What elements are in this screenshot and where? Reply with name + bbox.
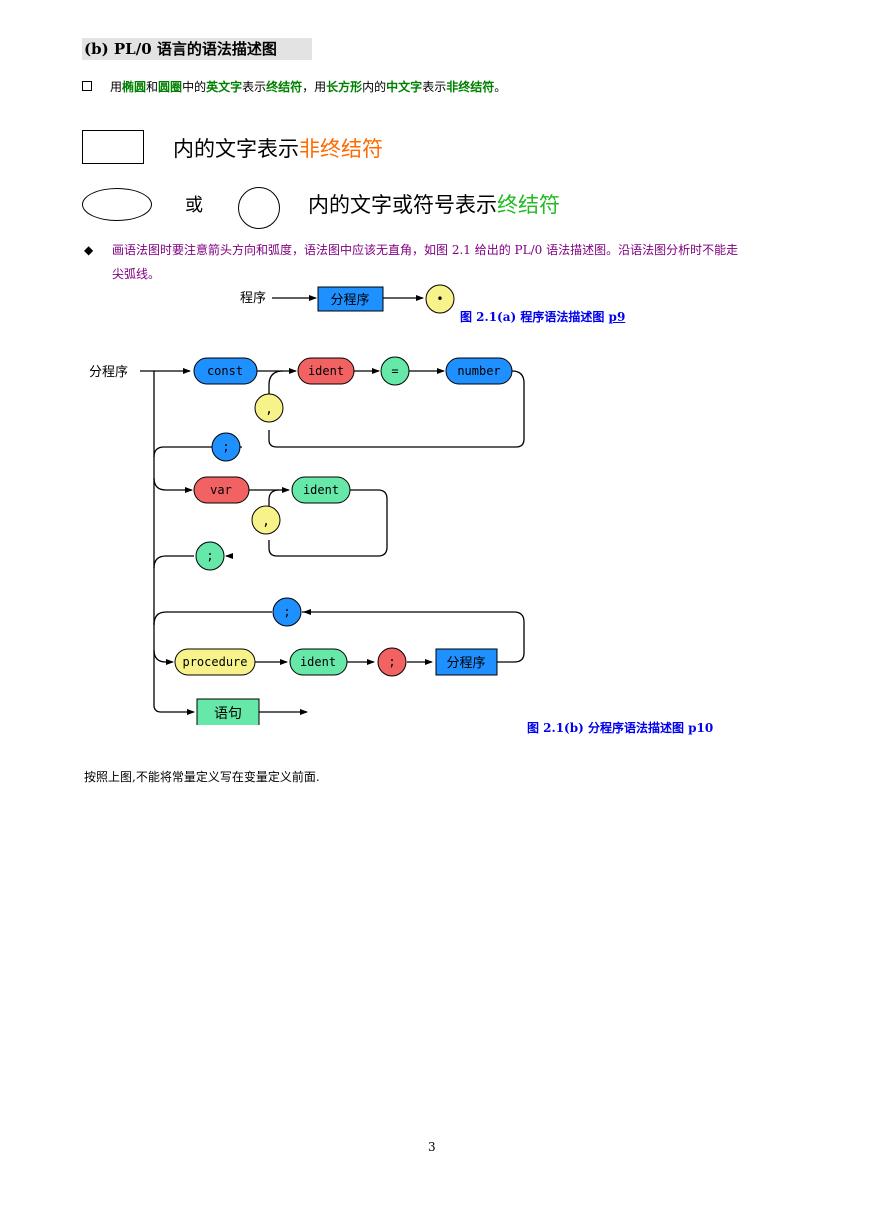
text-run: 和 <box>146 80 159 94</box>
circle-sample-shape <box>238 187 280 229</box>
intro-line: 用椭圆和圆圈中的英文字表示终结符，用长方形内的中文字表示非终结符。 <box>82 78 506 95</box>
diamond-bullet-icon: ◆ <box>84 243 94 257</box>
legend-terminal: 终结符 <box>497 193 560 217</box>
figure-b-caption: 图 2.1(b) 分程序语法描述图 p10 <box>527 721 714 735</box>
comma-label-2: , <box>262 514 270 529</box>
ident-terminal-2 <box>291 476 351 504</box>
semicolon-label-3: ; <box>283 605 290 619</box>
rectangle-legend: 内的文字表示非终结符 <box>173 133 383 163</box>
checkbox-square-icon <box>82 81 92 91</box>
period-terminal <box>425 284 455 314</box>
ellipse-sample-shape <box>82 188 152 221</box>
keyword-nonterminal: 非终结符 <box>446 80 495 94</box>
procedure-label: procedure <box>182 655 247 669</box>
or-label: 或 <box>185 195 203 216</box>
number-label: number <box>457 364 500 378</box>
ident-terminal-3 <box>289 648 348 676</box>
procedure-terminal <box>174 648 256 676</box>
keyword-english: 英文字 <box>206 80 243 94</box>
text-run: 中的 <box>182 80 207 94</box>
text-run: 内的 <box>362 80 387 94</box>
text-run: 。 <box>494 80 507 94</box>
legend-text: 内的文字表示 <box>173 137 299 161</box>
figure-b-label: 分程序 <box>89 365 128 380</box>
text-run: 表示 <box>242 80 267 94</box>
text-run: 表示 <box>422 80 447 94</box>
keyword-circle: 圆圈 <box>158 80 183 94</box>
rectangle-sample-shape <box>82 130 144 164</box>
semicolon-terminal-3 <box>272 597 302 627</box>
text-run: ，用 <box>302 80 327 94</box>
semicolon-terminal-1 <box>211 432 241 462</box>
paragraph-line: 尖弧线。 <box>112 267 161 281</box>
semicolon-terminal-2 <box>195 541 225 571</box>
const-label: const <box>207 364 243 378</box>
statement-nonterminal-label: 语句 <box>214 706 242 722</box>
semicolon-label-1: ; <box>222 440 229 454</box>
statement-nonterminal <box>196 698 260 725</box>
figure-a-diagram: 程序 分程序 • <box>240 284 455 314</box>
section-heading: (b) PL/0 语言的语法描述图 <box>82 38 312 60</box>
block-box-label: 分程序 <box>330 293 369 308</box>
equals-terminal <box>380 356 410 386</box>
block-nonterminal <box>435 648 498 676</box>
semicolon-terminal-4 <box>377 647 407 677</box>
paragraph-line: 画语法图时要注意箭头方向和弧度，语法图中应该无直角，如图 2.1 给出的 PL/… <box>112 243 739 257</box>
page-ref-link[interactable]: p9 <box>608 310 626 324</box>
comma-label-1: , <box>265 402 273 417</box>
figure-a-caption: 图 2.1(a) 程序语法描述图 p9 <box>460 308 625 325</box>
caption-text: 图 2.1(a) 程序语法描述图 <box>460 310 609 324</box>
period-terminal-label: • <box>436 292 443 306</box>
equals-label: = <box>391 364 398 378</box>
ident-label-3: ident <box>300 655 336 669</box>
var-terminal <box>193 476 250 504</box>
keyword-ellipse: 椭圆 <box>122 80 147 94</box>
legend-text: 内的文字或符号表示 <box>308 193 497 217</box>
semicolon-label-2: ; <box>206 549 213 563</box>
keyword-terminal: 终结符 <box>266 80 303 94</box>
note-paragraph: ◆ 画语法图时要注意箭头方向和弧度，语法图中应该无直角，如图 2.1 给出的 P… <box>84 238 794 286</box>
text-run: 用 <box>110 80 123 94</box>
block-box <box>317 286 384 312</box>
ellipse-legend: 内的文字或符号表示终结符 <box>308 189 560 219</box>
const-terminal <box>193 357 258 385</box>
figure-a-label: 程序 <box>240 291 266 306</box>
comma-terminal-1 <box>254 393 284 423</box>
legend-nonterminal: 非终结符 <box>299 137 383 161</box>
block-nonterminal-label: 分程序 <box>446 656 485 671</box>
comma-terminal-2 <box>251 505 281 535</box>
ident-label-2: ident <box>303 483 339 497</box>
ident-terminal-1 <box>297 357 355 385</box>
figure-b-diagram: 分程序 const ident = number , ; var ident ,… <box>89 356 525 725</box>
ident-label-1: ident <box>308 364 344 378</box>
page-number: 3 <box>428 1140 436 1154</box>
keyword-rectangle: 长方形 <box>326 80 363 94</box>
conclusion-note: 按照上图,不能将常量定义写在变量定义前面. <box>84 770 320 784</box>
keyword-chinese: 中文字 <box>386 80 423 94</box>
semicolon-label-4: ; <box>388 655 395 669</box>
number-terminal <box>445 357 513 385</box>
var-label: var <box>210 483 232 497</box>
